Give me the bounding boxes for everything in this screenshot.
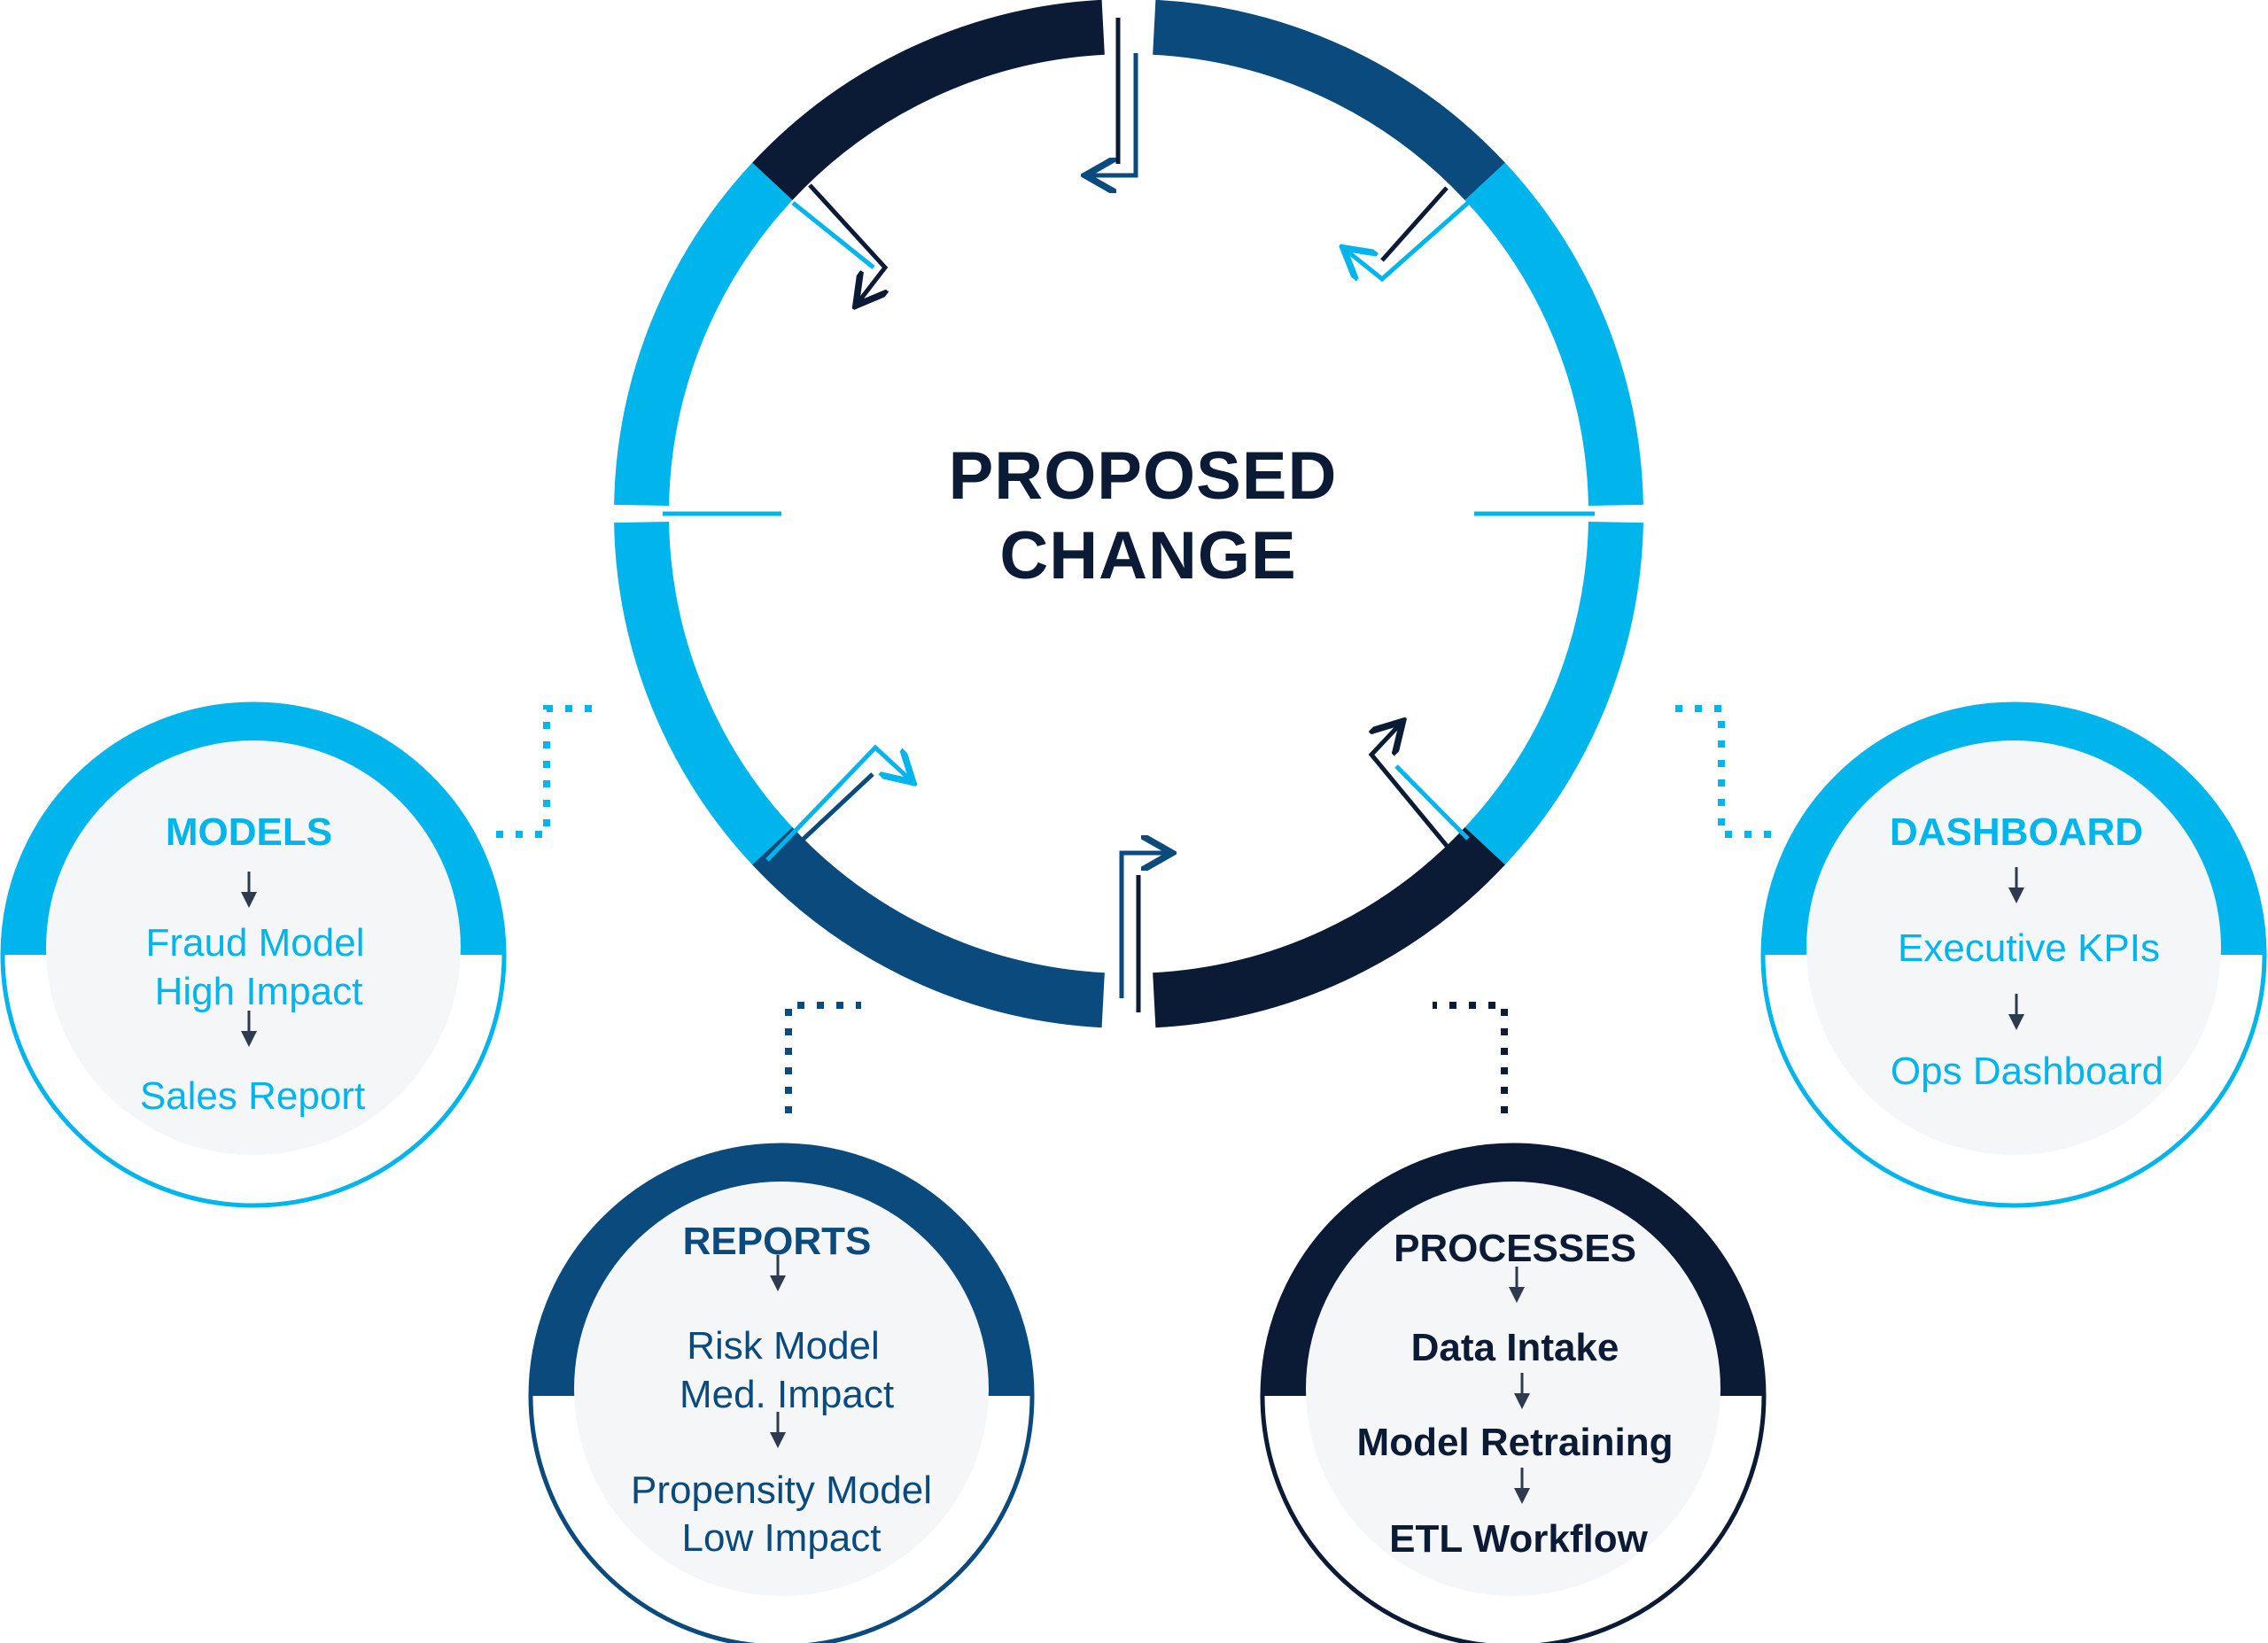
center-title-line1: PROPOSED <box>948 438 1338 514</box>
reports-item: Low Impact <box>681 1516 882 1560</box>
proposed-change-ring <box>614 0 1643 1028</box>
connector-models <box>496 705 595 838</box>
ring-segment-right-lower <box>1464 521 1643 865</box>
processes-item: Model Retraining <box>1356 1421 1674 1464</box>
ring-segment-bottom-right <box>1153 826 1505 1028</box>
reports-item: Risk Model <box>687 1324 880 1368</box>
dashboard-bubble <box>1760 701 2267 1208</box>
models-item: High Impact <box>154 970 363 1013</box>
ring-segment-right-upper <box>1464 162 1643 507</box>
reports-bubble <box>528 1143 1035 1643</box>
arrow-bottom-left <box>765 744 910 862</box>
models-title: MODELS <box>165 810 333 854</box>
dashboard-item: Executive KPIs <box>1898 926 2160 970</box>
processes-item: ETL Workflow <box>1389 1517 1648 1561</box>
arrow-top-right <box>1347 201 1470 283</box>
connector-reports <box>785 1002 861 1113</box>
processes-title: PROCESSES <box>1394 1227 1636 1270</box>
dashboard-title: DASHBOARD <box>1890 810 2143 854</box>
ring-segment-bottom-left <box>752 826 1105 1028</box>
processes-item: Data Intake <box>1410 1326 1619 1369</box>
connector-dashboard <box>1675 705 1772 838</box>
reports-item: Med. Impact <box>679 1373 895 1416</box>
models-item: Sales Report <box>139 1074 366 1118</box>
center-title-line2: CHANGE <box>999 518 1297 593</box>
arrow-top-left <box>808 183 885 302</box>
models-item: Fraud Model <box>145 921 365 965</box>
reports-title: REPORTS <box>682 1220 872 1263</box>
ring-segment-left-upper <box>614 162 793 507</box>
ring-segment-left-lower <box>614 521 793 865</box>
reports-item: Propensity Model <box>631 1469 932 1512</box>
ring-segment-top-right <box>1153 0 1505 201</box>
dashboard-item: Ops Dashboard <box>1890 1050 2164 1093</box>
dotted-connectors <box>496 705 1772 1113</box>
connector-processes <box>1433 1002 1508 1113</box>
arrow-top <box>1090 53 1138 175</box>
arrow-bottom-right <box>1368 725 1449 848</box>
arrow-bottom <box>1119 853 1168 998</box>
models-bubble <box>0 701 507 1208</box>
ring-segment-top-left <box>752 0 1105 201</box>
processes-bubble <box>1260 1143 1767 1643</box>
cycle-arrows <box>765 18 1470 1012</box>
